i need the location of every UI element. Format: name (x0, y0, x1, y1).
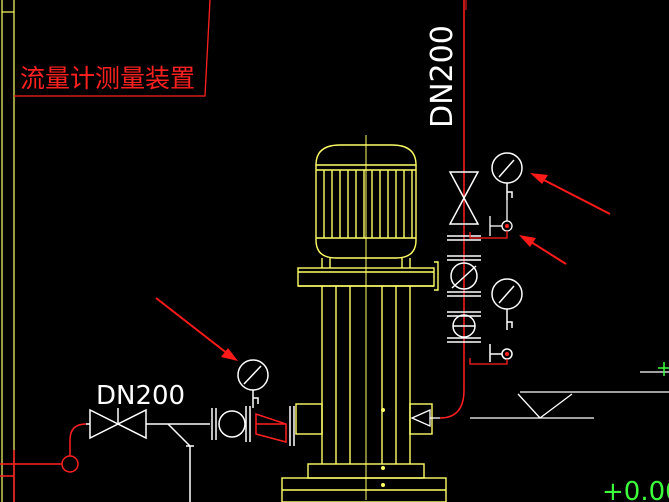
arrow-head-3 (221, 348, 238, 361)
right-drain (470, 371, 669, 419)
lower-pressure-gauge-right (489, 278, 523, 362)
pump-motor (315, 135, 417, 500)
main-riser-pipe (439, 0, 467, 419)
suction-red-pipe (0, 423, 87, 502)
discharge-valve-train (447, 171, 481, 343)
pipe-size-label-vertical: DN200 (425, 25, 460, 128)
upper-pressure-gauge-right (491, 152, 523, 200)
pump-body (281, 261, 447, 502)
pipe-size-label-horizontal: DN200 (96, 381, 185, 411)
pump-dots (381, 408, 385, 487)
suction-line (146, 406, 251, 502)
pump-outlet-nozzle (410, 408, 440, 428)
lower-tap-dot (505, 352, 509, 356)
pressure-gauge-left (237, 359, 269, 408)
left-border-lines (1, 0, 15, 502)
lower-tap-line (469, 358, 508, 365)
annotation-arrows (155, 173, 611, 361)
arrow-head-2 (519, 235, 536, 247)
title-label: 流量计测量装置 (20, 64, 195, 93)
pressure-tap-right (469, 200, 513, 239)
suction-gate-valve (86, 408, 147, 440)
elevation-label: +0.00 (602, 477, 669, 502)
suction-reducer (255, 412, 287, 443)
arrow-head-1 (530, 173, 548, 184)
suction-flange (289, 406, 295, 446)
title-box: 流量计测量装置 (14, 0, 211, 97)
